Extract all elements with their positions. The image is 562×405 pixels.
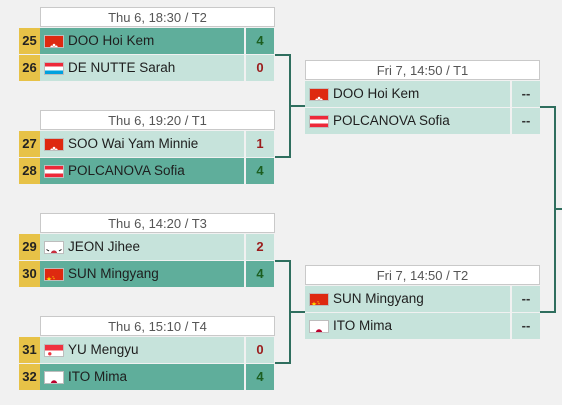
match-r2-1[interactable]: Fri 7, 14:50 / T1 DOO Hoi Kem -- POLCANO…: [305, 60, 540, 135]
match-header: Fri 7, 14:50 / T2: [305, 265, 540, 285]
luxembourg-flag-icon: [44, 62, 64, 75]
player-row[interactable]: 29 JEON Jihee 2: [19, 234, 275, 261]
player-row[interactable]: 32 ITO Mima 4: [19, 364, 275, 391]
score: 1: [244, 131, 274, 157]
japan-flag-icon: [44, 371, 64, 384]
score: 4: [244, 28, 274, 54]
seed-number: 25: [19, 28, 40, 54]
score: 4: [244, 364, 274, 390]
score: 0: [244, 55, 274, 81]
match-r1-4[interactable]: Thu 6, 15:10 / T4 31 YU Mengyu 0 32 ITO …: [19, 316, 275, 391]
player-row[interactable]: 30 SUN Mingyang 4: [19, 261, 275, 288]
austria-flag-icon: [309, 115, 329, 128]
player-cell[interactable]: DE NUTTE Sarah: [40, 55, 244, 81]
bracket-connector: [275, 260, 291, 364]
bracket-connector: [291, 105, 305, 107]
seed-number: 31: [19, 337, 40, 363]
player-cell[interactable]: POLCANOVA Sofia: [305, 108, 510, 134]
score: --: [510, 108, 540, 134]
player-cell[interactable]: ITO Mima: [305, 313, 510, 339]
austria-flag-icon: [44, 165, 64, 178]
player-row[interactable]: 27 SOO Wai Yam Minnie 1: [19, 131, 275, 158]
player-cell[interactable]: DOO Hoi Kem: [40, 28, 244, 54]
player-cell[interactable]: ITO Mima: [40, 364, 244, 390]
seed-number: 32: [19, 364, 40, 390]
bracket-connector: [556, 208, 562, 210]
score: 0: [244, 337, 274, 363]
match-header: Fri 7, 14:50 / T1: [305, 60, 540, 80]
score: --: [510, 81, 540, 107]
score: --: [510, 286, 540, 312]
player-row[interactable]: 28 POLCANOVA Sofia 4: [19, 158, 275, 185]
score: 2: [244, 234, 274, 260]
seed-number: 29: [19, 234, 40, 260]
seed-number: 27: [19, 131, 40, 157]
match-r1-3[interactable]: Thu 6, 14:20 / T3 29 JEON Jihee 2 30 SUN…: [19, 213, 275, 288]
player-name: SOO Wai Yam Minnie: [68, 136, 199, 151]
seed-number: 28: [19, 158, 40, 184]
player-name: JEON Jihee: [68, 239, 141, 254]
player-row[interactable]: DOO Hoi Kem --: [305, 81, 540, 108]
player-row[interactable]: POLCANOVA Sofia --: [305, 108, 540, 135]
match-header: Thu 6, 19:20 / T1: [40, 110, 275, 130]
player-name: ITO Mima: [68, 369, 128, 384]
player-name: ITO Mima: [333, 318, 393, 333]
south-korea-flag-icon: [44, 241, 64, 254]
bracket-connector: [291, 311, 305, 313]
player-row[interactable]: 25 DOO Hoi Kem 4: [19, 28, 275, 55]
player-cell[interactable]: POLCANOVA Sofia: [40, 158, 244, 184]
match-r1-2[interactable]: Thu 6, 19:20 / T1 27 SOO Wai Yam Minnie …: [19, 110, 275, 185]
player-cell[interactable]: JEON Jihee: [40, 234, 244, 260]
player-row[interactable]: 26 DE NUTTE Sarah 0: [19, 55, 275, 82]
match-r2-2[interactable]: Fri 7, 14:50 / T2 SUN Mingyang -- ITO Mi…: [305, 265, 540, 340]
match-r1-1[interactable]: Thu 6, 18:30 / T2 25 DOO Hoi Kem 4 26 DE…: [19, 7, 275, 82]
player-cell[interactable]: YU Mengyu: [40, 337, 244, 363]
japan-flag-icon: [309, 320, 329, 333]
match-header: Thu 6, 14:20 / T3: [40, 213, 275, 233]
player-name: POLCANOVA Sofia: [68, 163, 185, 178]
player-cell[interactable]: SUN Mingyang: [40, 261, 244, 287]
seed-number: 30: [19, 261, 40, 287]
player-name: SUN Mingyang: [333, 291, 424, 306]
player-name: YU Mengyu: [68, 342, 139, 357]
player-name: POLCANOVA Sofia: [333, 113, 450, 128]
player-row[interactable]: SUN Mingyang --: [305, 286, 540, 313]
hong-kong-flag-icon: [309, 88, 329, 101]
player-row[interactable]: ITO Mima --: [305, 313, 540, 340]
match-header: Thu 6, 15:10 / T4: [40, 316, 275, 336]
player-name: DOO Hoi Kem: [68, 33, 155, 48]
score: 4: [244, 261, 274, 287]
seed-number: 26: [19, 55, 40, 81]
singapore-flag-icon: [44, 344, 64, 357]
score: 4: [244, 158, 274, 184]
player-row[interactable]: 31 YU Mengyu 0: [19, 337, 275, 364]
china-flag-icon: [309, 293, 329, 306]
player-cell[interactable]: DOO Hoi Kem: [305, 81, 510, 107]
hong-kong-flag-icon: [44, 35, 64, 48]
bracket-connector: [540, 106, 556, 313]
bracket-connector: [275, 54, 291, 158]
china-flag-icon: [44, 268, 64, 281]
player-name: DE NUTTE Sarah: [68, 60, 176, 75]
player-name: SUN Mingyang: [68, 266, 159, 281]
player-cell[interactable]: SOO Wai Yam Minnie: [40, 131, 244, 157]
match-header: Thu 6, 18:30 / T2: [40, 7, 275, 27]
player-cell[interactable]: SUN Mingyang: [305, 286, 510, 312]
hong-kong-flag-icon: [44, 138, 64, 151]
player-name: DOO Hoi Kem: [333, 86, 420, 101]
score: --: [510, 313, 540, 339]
